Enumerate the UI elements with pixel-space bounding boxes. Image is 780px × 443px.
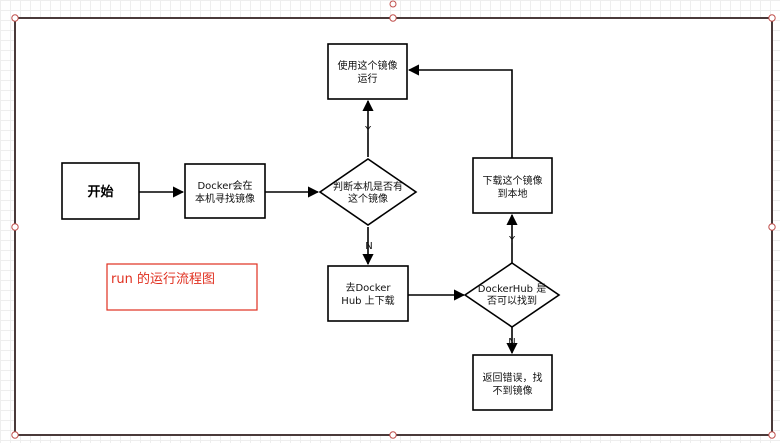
resize-handle-bottom-center[interactable] [389, 431, 397, 439]
edge-label-no-error: N [508, 337, 515, 348]
node-return-error[interactable]: 返回错误，找 不到镜像 [472, 354, 553, 411]
resize-handle-bottom-right[interactable] [768, 431, 776, 439]
resize-handle-bottom-left[interactable] [11, 431, 19, 439]
node-check-local-line-1: 判断本机是否有 [333, 180, 403, 193]
resize-handle-top-center[interactable] [389, 14, 397, 22]
node-download-image[interactable]: 下载这个镜像 到本地 [472, 157, 553, 214]
node-use-image-line-2: 运行 [358, 72, 378, 85]
resize-handle-top-right[interactable] [768, 14, 776, 22]
node-docker-find-line-2: 本机寻找镜像 [195, 192, 255, 205]
edge-label-no-hub: N [365, 241, 372, 252]
node-check-local[interactable]: 判断本机是否有 这个镜像 [318, 158, 418, 226]
edge-label-yes-use: Y [364, 125, 372, 136]
node-use-image-line-1: 使用这个镜像 [338, 59, 398, 72]
resize-handle-top-left[interactable] [11, 14, 19, 22]
node-start-label: 开始 [87, 184, 113, 200]
edge-label-yes-download: Y [508, 235, 516, 246]
node-hub-found[interactable]: DockerHub 是 否可以找到 [463, 262, 561, 328]
resize-handle-middle-right[interactable] [768, 223, 776, 231]
node-download-image-line-2: 到本地 [498, 187, 528, 200]
node-return-error-line-1: 返回错误，找 [483, 371, 543, 384]
node-use-image[interactable]: 使用这个镜像 运行 [327, 43, 408, 100]
node-docker-find-line-1: Docker会在 [197, 179, 252, 192]
node-goto-hub-line-2: Hub 上下载 [341, 295, 394, 307]
resize-handle-middle-left[interactable] [11, 223, 19, 231]
node-start[interactable]: 开始 [61, 162, 140, 220]
rotate-handle[interactable] [389, 0, 397, 8]
note-text: run 的运行流程图 [111, 271, 215, 287]
node-check-local-line-2: 这个镜像 [348, 192, 388, 205]
edge-download-to-use[interactable] [407, 64, 513, 158]
node-docker-find[interactable]: Docker会在 本机寻找镜像 [184, 163, 266, 219]
node-return-error-line-2: 不到镜像 [493, 384, 533, 397]
note-box[interactable]: run 的运行流程图 [106, 263, 258, 311]
node-hub-found-line-1: DockerHub 是 [478, 283, 546, 295]
node-download-image-line-1: 下载这个镜像 [483, 174, 543, 187]
node-goto-hub[interactable]: 去Docker Hub 上下载 [327, 265, 409, 322]
node-goto-hub-line-1: 去Docker [345, 282, 391, 294]
node-hub-found-line-2: 否可以找到 [487, 294, 537, 307]
